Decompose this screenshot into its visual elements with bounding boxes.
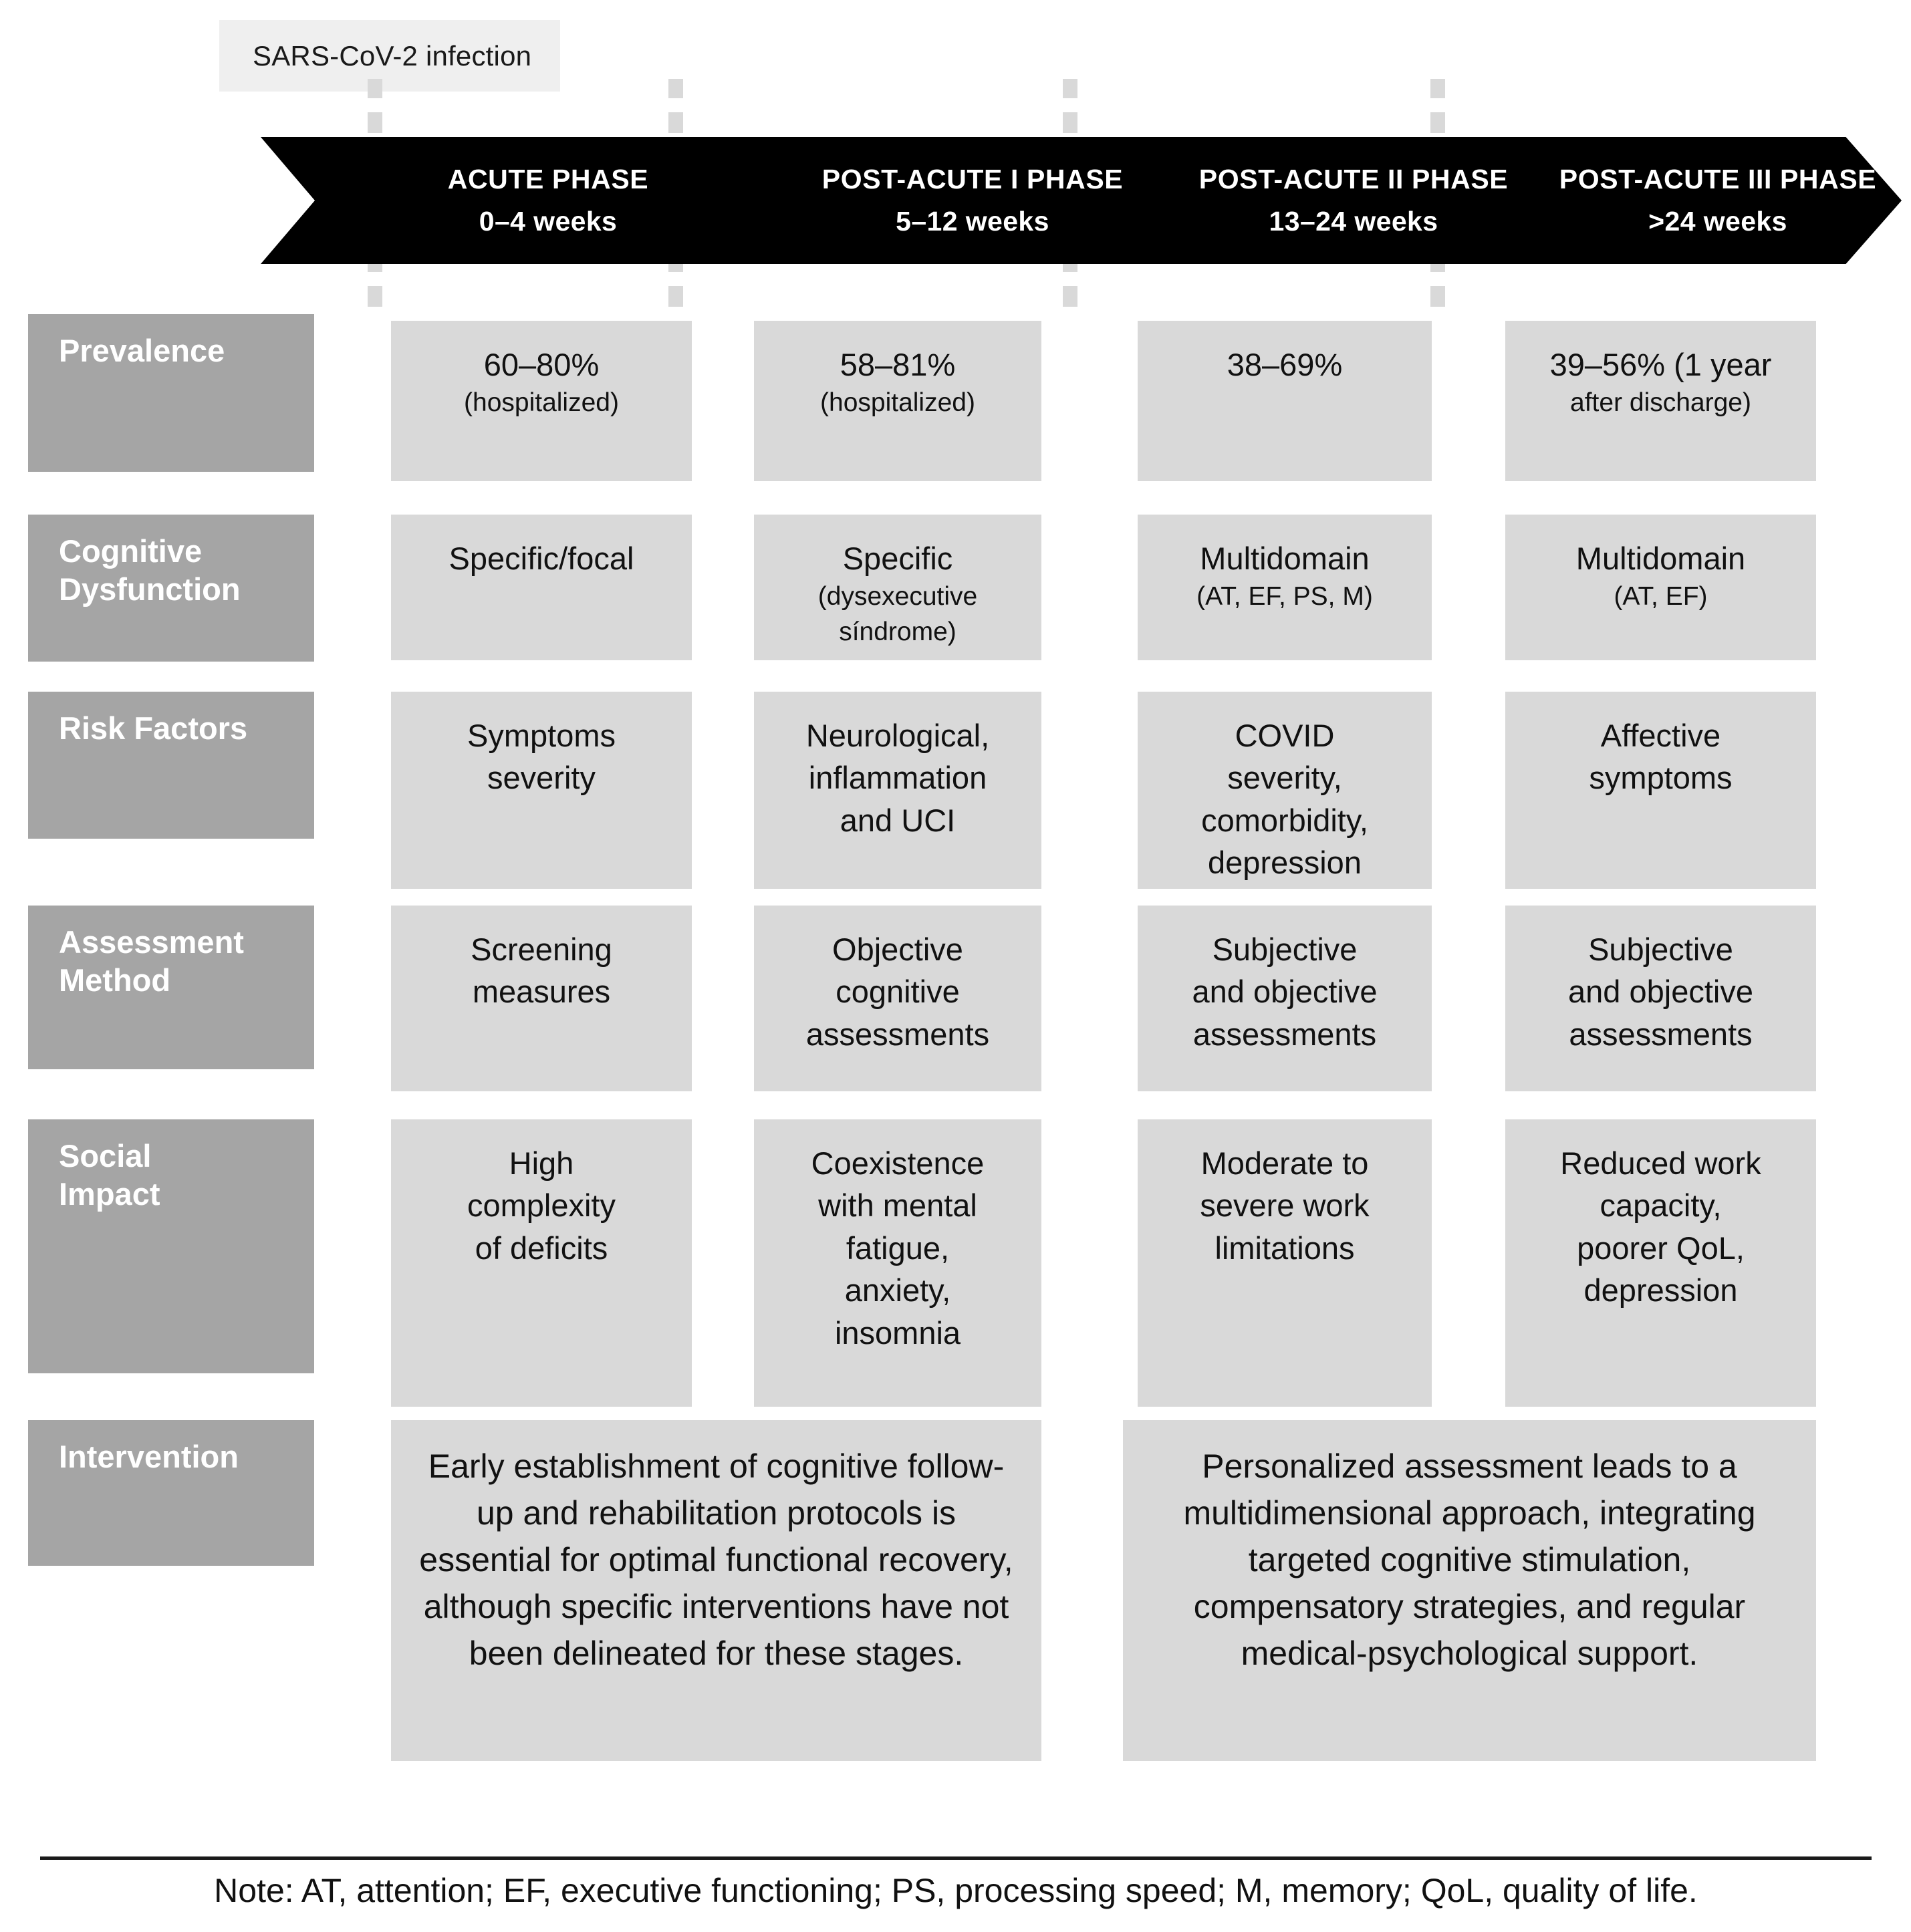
- row-label-line-2: Method: [59, 962, 171, 998]
- phase-name: POST-ACUTE II PHASE: [1198, 163, 1509, 194]
- row-label-line-1: Social: [59, 1138, 152, 1174]
- sars-cov-2-infection-label: SARS-CoV-2 infection: [253, 39, 532, 72]
- phase-range: 0–4 weeks: [479, 206, 618, 237]
- cell-main: 38–69%: [1227, 347, 1343, 382]
- cell-main: 58–81%: [840, 347, 956, 382]
- row-label-prevalence: Prevalence: [28, 314, 314, 472]
- cell-cognitive-post-acute-2: Multidomain (AT, EF, PS, M): [1138, 515, 1432, 660]
- cell-main: Personalized assessment leads to a multi…: [1183, 1447, 1756, 1672]
- row-label-line-1: Cognitive: [59, 533, 203, 569]
- row-label-risk-factors: Risk Factors: [28, 692, 314, 839]
- cell-cognitive-post-acute-3: Multidomain (AT, EF): [1505, 515, 1816, 660]
- cell-main: Specific/focal: [449, 541, 634, 576]
- arrow-shape: [261, 137, 1902, 264]
- cell-main: Multidomain: [1200, 541, 1370, 576]
- sars-cov-2-infection-callout: SARS-CoV-2 infection: [219, 20, 560, 92]
- cell-main: Multidomain: [1575, 541, 1746, 576]
- matrix-grid: Prevalence 60–80% (hospitalized) 58–81% …: [0, 314, 1911, 1761]
- cell-main: 39–56% (1 year: [1549, 347, 1772, 382]
- cell-prevalence-acute: 60–80% (hospitalized): [391, 321, 692, 481]
- row-label-line-1: Assessment: [59, 924, 244, 960]
- row-label-social-impact: Social Impact: [28, 1119, 314, 1373]
- phase-name: POST-ACUTE I PHASE: [821, 163, 1124, 194]
- cell-prevalence-post-acute-3: 39–56% (1 year after discharge): [1505, 321, 1816, 481]
- cell-sub: (AT, EF, PS, M): [1196, 582, 1373, 611]
- phase-column-post-acute-2[interactable]: POST-ACUTE II PHASE 13–24 weeks: [1163, 137, 1544, 264]
- row-label-assessment-method: Assessment Method: [28, 906, 314, 1069]
- cell-sub: after discharge): [1570, 388, 1751, 418]
- phase-range: >24 weeks: [1648, 206, 1787, 237]
- phase-range: 13–24 weeks: [1269, 206, 1438, 237]
- cell-main: 60–80%: [483, 347, 600, 382]
- row-label-line-2: Impact: [59, 1176, 160, 1212]
- cell-main: Specific: [842, 541, 953, 576]
- cell-sub: (AT, EF): [1614, 582, 1708, 611]
- row-label-text: Prevalence: [59, 333, 225, 368]
- row-label-line-2: Dysfunction: [59, 571, 241, 607]
- phase-range: 5–12 weeks: [896, 206, 1049, 237]
- cell-cognitive-acute: Specific/focal: [391, 515, 692, 660]
- row-label-text: Risk Factors: [59, 710, 248, 746]
- table-row-cognitive-dysfunction: Cognitive Dysfunction Specific/focal Spe…: [0, 508, 1911, 688]
- table-row-intervention: Intervention Early establishment of cogn…: [0, 1420, 1911, 1761]
- row-label-cognitive-dysfunction: Cognitive Dysfunction: [28, 515, 314, 662]
- cell-sub: (hospitalized): [820, 388, 975, 418]
- cell-intervention-late-phases: Personalized assessment leads to a multi…: [1123, 1420, 1816, 1761]
- footer-note: Note: AT, attention; EF, executive funct…: [214, 1872, 1698, 1909]
- cell-intervention-early-phases: Early establishment of cognitive follow-…: [391, 1420, 1041, 1761]
- phase-timeline-band: ACUTE PHASE 0–4 weeks POST-ACUTE I PHASE…: [261, 137, 1902, 264]
- phase-name: ACUTE PHASE: [447, 163, 649, 194]
- cell-sub: (hospitalized): [464, 388, 619, 418]
- cell-main: Early establishment of cognitive follow-…: [419, 1447, 1013, 1672]
- phase-columns: ACUTE PHASE 0–4 weeks POST-ACUTE I PHASE…: [261, 137, 1902, 264]
- cell-prevalence-post-acute-2: 38–69%: [1138, 321, 1432, 481]
- footer-divider-rule: [40, 1856, 1872, 1860]
- row-label-intervention: Intervention: [28, 1420, 314, 1566]
- phase-column-acute[interactable]: ACUTE PHASE 0–4 weeks: [314, 137, 782, 264]
- phase-column-post-acute-3[interactable]: POST-ACUTE III PHASE >24 weeks: [1544, 137, 1892, 264]
- row-label-text: Intervention: [59, 1439, 239, 1474]
- phase-column-post-acute-1[interactable]: POST-ACUTE I PHASE 5–12 weeks: [782, 137, 1163, 264]
- cell-prevalence-post-acute-1: 58–81% (hospitalized): [754, 321, 1041, 481]
- table-row-prevalence: Prevalence 60–80% (hospitalized) 58–81% …: [0, 314, 1911, 508]
- phase-name: POST-ACUTE III PHASE: [1559, 163, 1877, 194]
